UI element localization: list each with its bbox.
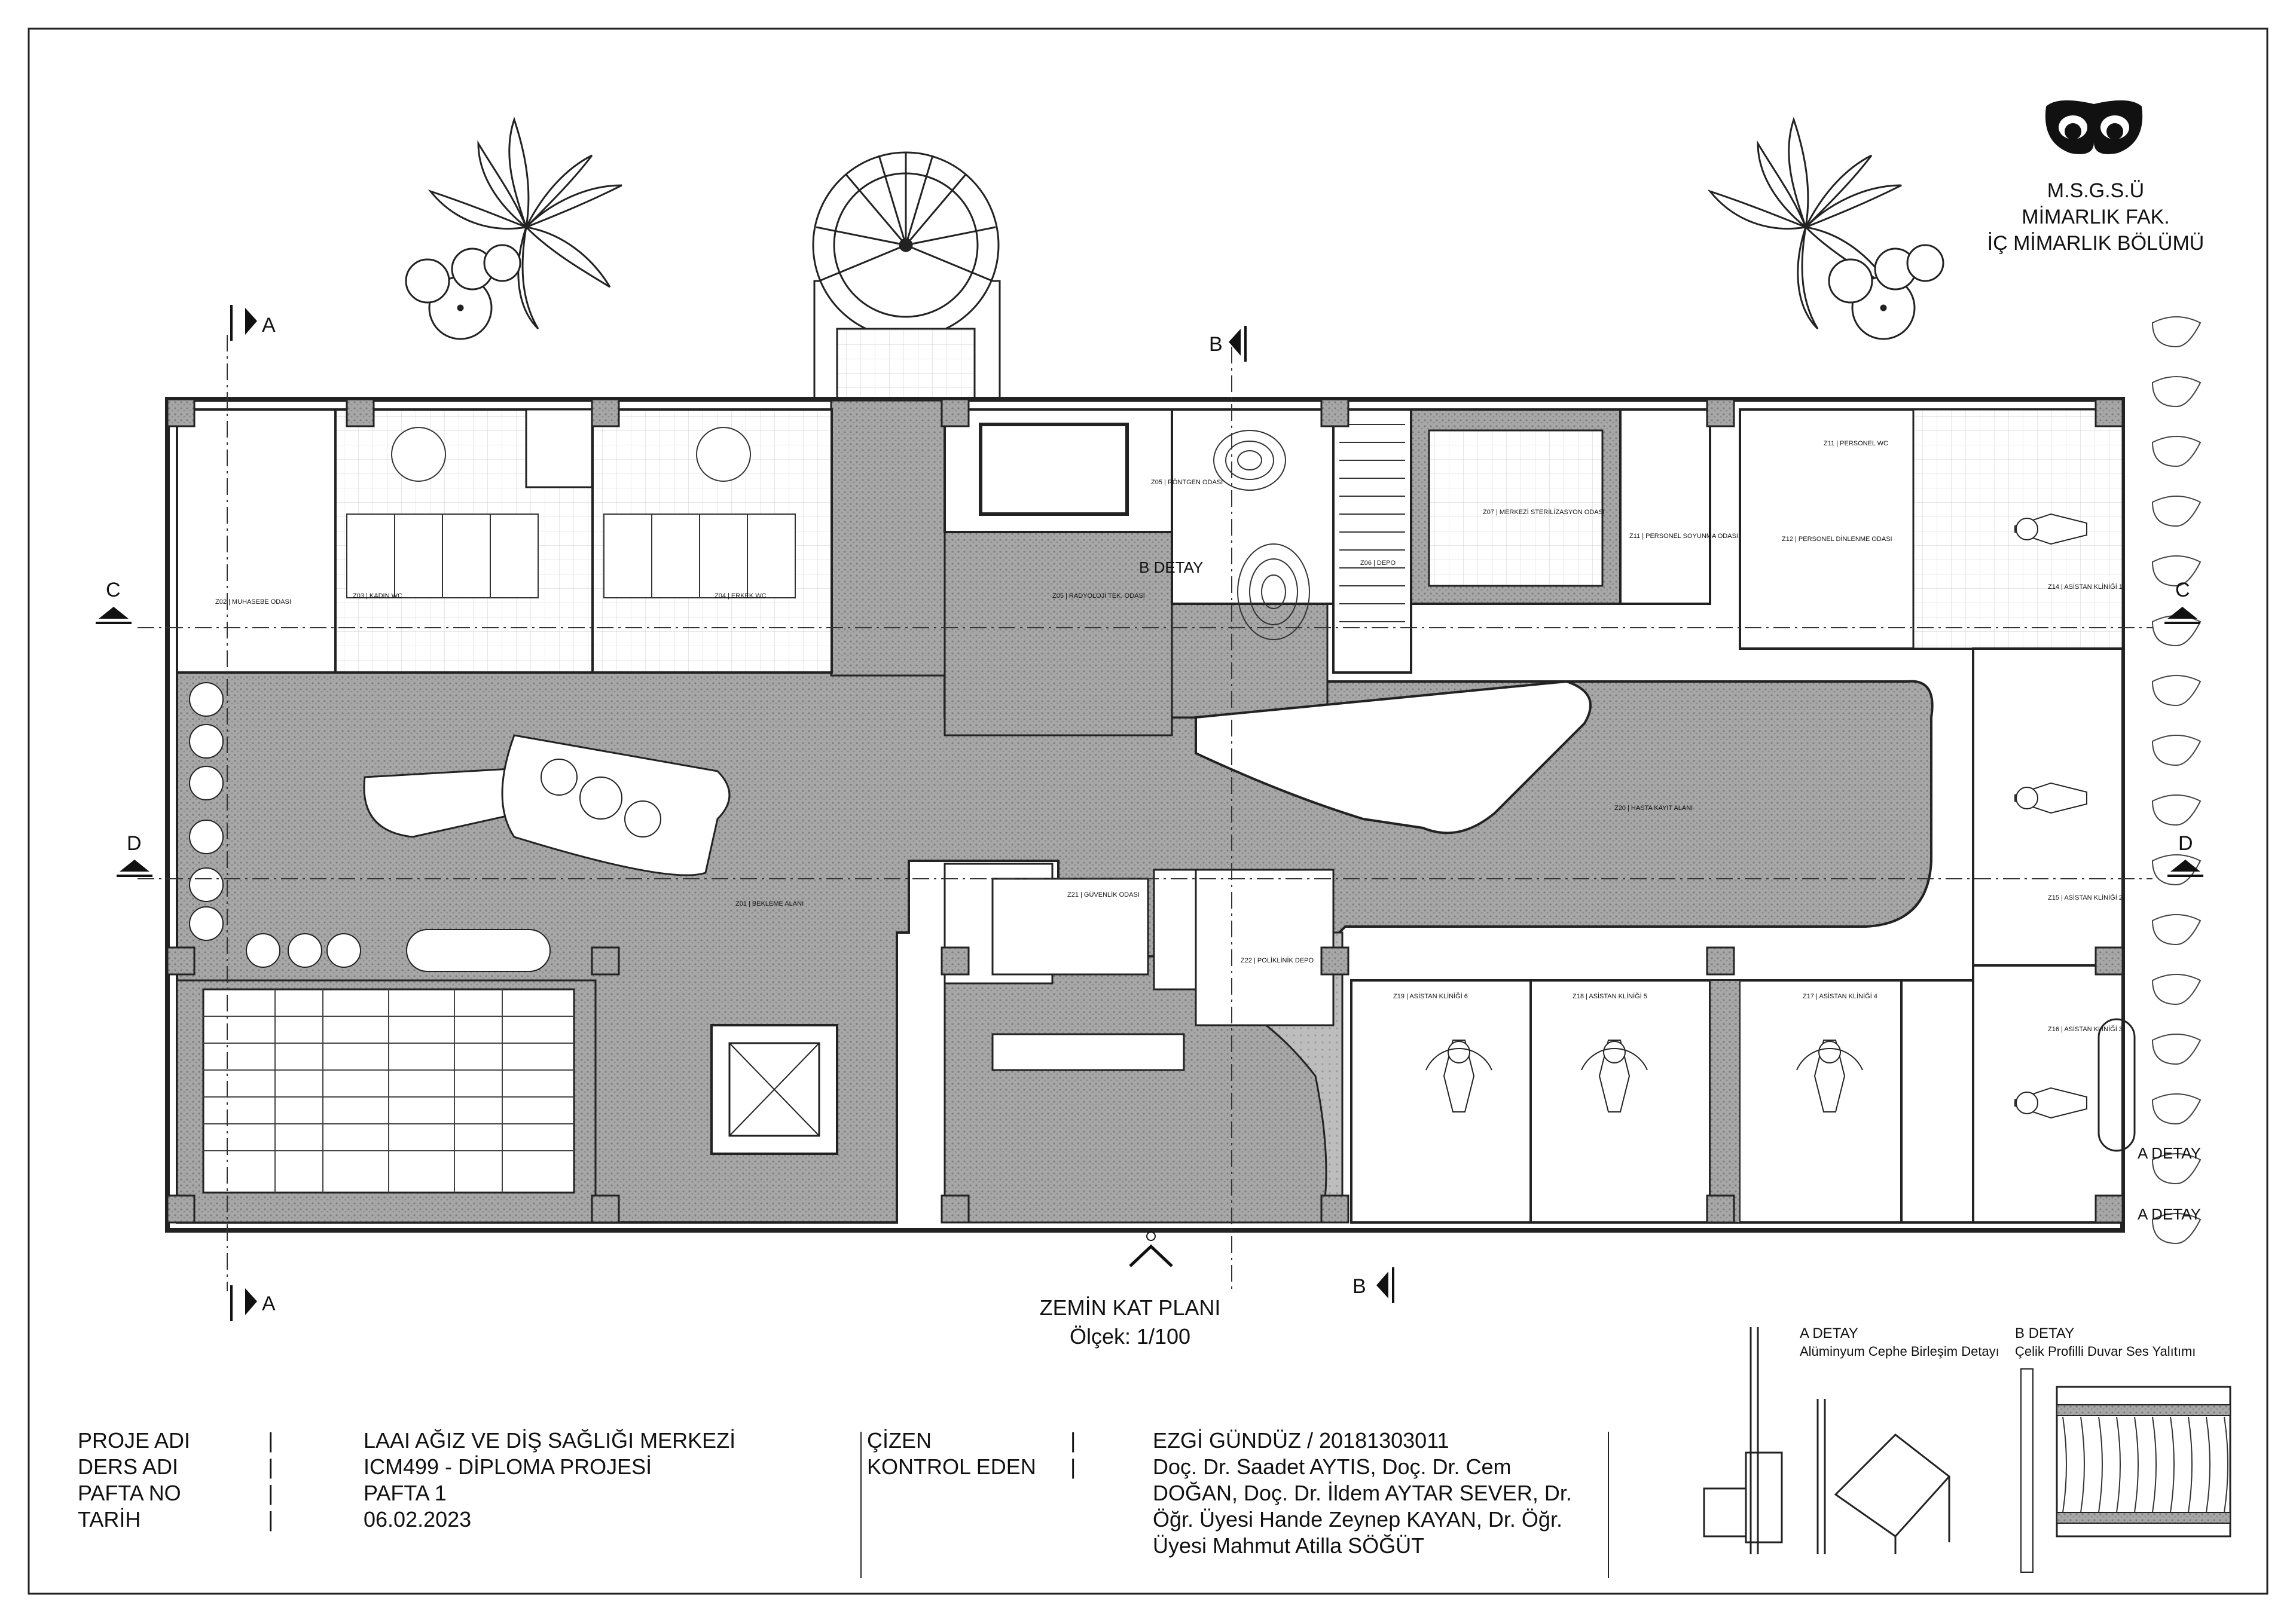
room-label: Z20 | HASTA KAYIT ALANI [1614,805,1693,812]
label-date: TARİH [78,1507,141,1532]
svg-text:A: A [262,314,276,337]
detail-b: B DETAY Çelik Profilli Duvar Ses Yalıtım… [2015,1325,2231,1573]
title-block-people-labels: ÇİZEN KONTROL EDEN [867,1428,1036,1480]
section-mark-c-right: C [2164,579,2200,624]
room-label: Z22 | POLİKLİNİK DEPO [1241,956,1314,964]
planter-plants [541,759,661,838]
north-arrow-icon [1129,1231,1173,1267]
value-checked-by-line-1: Doç. Dr. Saadet AYTIS, Doç. Dr. Cem [1153,1454,1512,1479]
title-block-values: LAAI AĞIZ VE DİŞ SAĞLIĞI MERKEZİ ICM499 … [364,1428,735,1533]
section-marks: A A B B C C D [96,305,2203,1321]
svg-text:C: C [2175,579,2190,601]
value-checked-by-line-4: Üyesi Mahmut Atilla SÖĞÜT [1153,1533,1425,1558]
detail-b-title: B DETAY [2015,1325,2074,1341]
institution-line-2: MİMARLIK FAK. [2022,206,2170,228]
title-block-separators: | | | | [268,1428,273,1533]
separator: | [268,1507,274,1532]
separator: | [1070,1454,1076,1479]
room-label: Z21 | GÜVENLİK ODASI [1067,891,1140,898]
label-drawn-by: ÇİZEN [867,1428,932,1453]
detail-a: A DETAY Alüminyum Cephe Birleşim Detayı [1703,1325,1999,1554]
institution-line-1: M.S.G.S.Ü [2047,179,2144,202]
callout-a-detail-2: A DETAY [2138,1205,2201,1223]
room-label: Z16 | ASİSTAN KLİNİĞİ 3 [2048,1025,2123,1033]
value-checked-by-line-3: Öğr. Üyesi Hande Zeynep KAYAN, Dr. Öğr. [1153,1507,1562,1532]
room-label: Z11 | PERSONEL WC [1824,440,1888,447]
svg-text:A: A [262,1292,276,1315]
hedge [2151,316,2202,1245]
svg-text:D: D [2178,832,2193,855]
room-label: Z07 | MERKEZİ STERİLİZASYON ODASI [1483,508,1605,516]
room-label: Z19 | ASİSTAN KLİNİĞİ 6 [1393,992,1468,1000]
shrub-icon [1828,244,1944,340]
callout-a-detail-1: A DETAY [2138,1144,2201,1162]
value-course-name: ICM499 - DİPLOMA PROJESİ [364,1454,652,1479]
plan-title: ZEMİN KAT PLANI [1040,1295,1221,1320]
room-label: Z14 | ASİSTAN KLİNİĞİ 1 [2048,583,2123,591]
room-label: Z12 | PERSONEL DİNLENME ODASI [1782,535,1892,543]
room-label: Z15 | ASİSTAN KLİNİĞİ 2 [2048,894,2123,901]
shrub-icon [405,244,521,340]
label-checked-by: KONTROL EDEN [867,1454,1036,1479]
section-mark-a-bottom: A [230,1285,276,1321]
detail-b-subtitle: Çelik Profilli Duvar Ses Yalıtımı [2015,1344,2196,1359]
detail-a-subtitle: Alüminyum Cephe Birleşim Detayı [1800,1344,1999,1359]
section-mark-d-right: D [2167,832,2203,877]
detail-a-title: A DETAY [1800,1325,1858,1341]
separator: | [268,1454,274,1479]
separator: | [268,1481,274,1505]
label-sheet-no: PAFTA NO [78,1481,181,1505]
svg-text:B: B [1352,1275,1366,1298]
institution-line-3: İÇ MİMARLIK BÖLÜMÜ [1987,232,2205,255]
label-course-name: DERS ADI [78,1454,179,1479]
owl-logo-icon [2045,100,2143,154]
label-project-name: PROJE ADI [78,1428,191,1453]
room-label: Z17 | ASİSTAN KLİNİĞİ 4 [1803,992,1877,1000]
room-label: Z18 | ASİSTAN KLİNİĞİ 5 [1573,992,1647,1000]
room-label: Z01 | BEKLEME ALANI [735,900,804,907]
separator: | [268,1428,274,1453]
title-block-labels: PROJE ADI DERS ADI PAFTA NO TARİH [78,1428,190,1533]
value-drawn-by: EZGİ GÜNDÜZ / 20181303011 [1153,1428,1449,1453]
section-mark-b-bottom: B [1352,1267,1394,1303]
svg-text:C: C [106,579,121,601]
title-block-people-values: EZGİ GÜNDÜZ / 20181303011 Doç. Dr. Saade… [1153,1428,1572,1559]
sheet-border [28,27,2268,1595]
room-label: Z02 | MUHASEBE ODASI [215,598,291,606]
room-labels: Z02 | MUHASEBE ODASI Z03 | KADIN WC Z04 … [215,440,2123,1033]
value-sheet-no: PAFTA 1 [364,1481,447,1505]
callout-b-detail: B DETAY [1139,558,1203,576]
title-block-people-separators: | | [1070,1428,1076,1480]
building-plan [138,335,2152,1291]
value-checked-by-line-2: DOĞAN, Doç. Dr. İldem AYTAR SEVER, Dr. [1153,1481,1572,1505]
room-label: Z05 | RÖNTGEN ODASI [1151,479,1223,486]
svg-text:D: D [127,832,142,855]
room-label: Z03 | KADIN WC [353,592,402,600]
room-label: Z04 | ERKEK WC [715,592,767,600]
detail-marker-a [2097,1018,2136,1152]
room-label: Z11 | PERSONEL SOYUNMA ODASI [1629,533,1738,540]
value-date: 06.02.2023 [364,1507,472,1532]
value-project-name: LAAI AĞIZ VE DİŞ SAĞLIĞI MERKEZİ [364,1428,736,1453]
svg-text:B: B [1209,333,1223,356]
room-label: Z05 | RADYOLOJİ TEK. ODASI [1052,592,1145,600]
room-label: Z06 | DEPO [1360,560,1396,567]
plan-scale: Ölçek: 1/100 [1070,1324,1190,1349]
section-mark-d-left: D [117,832,152,877]
dental-chair-icon [1425,513,2087,1119]
section-mark-b-top: B [1209,326,1247,362]
spiral-stair-icon [812,151,1001,408]
section-mark-c-left: C [96,579,132,624]
section-mark-a-top: A [230,305,276,341]
separator: | [1070,1428,1076,1453]
